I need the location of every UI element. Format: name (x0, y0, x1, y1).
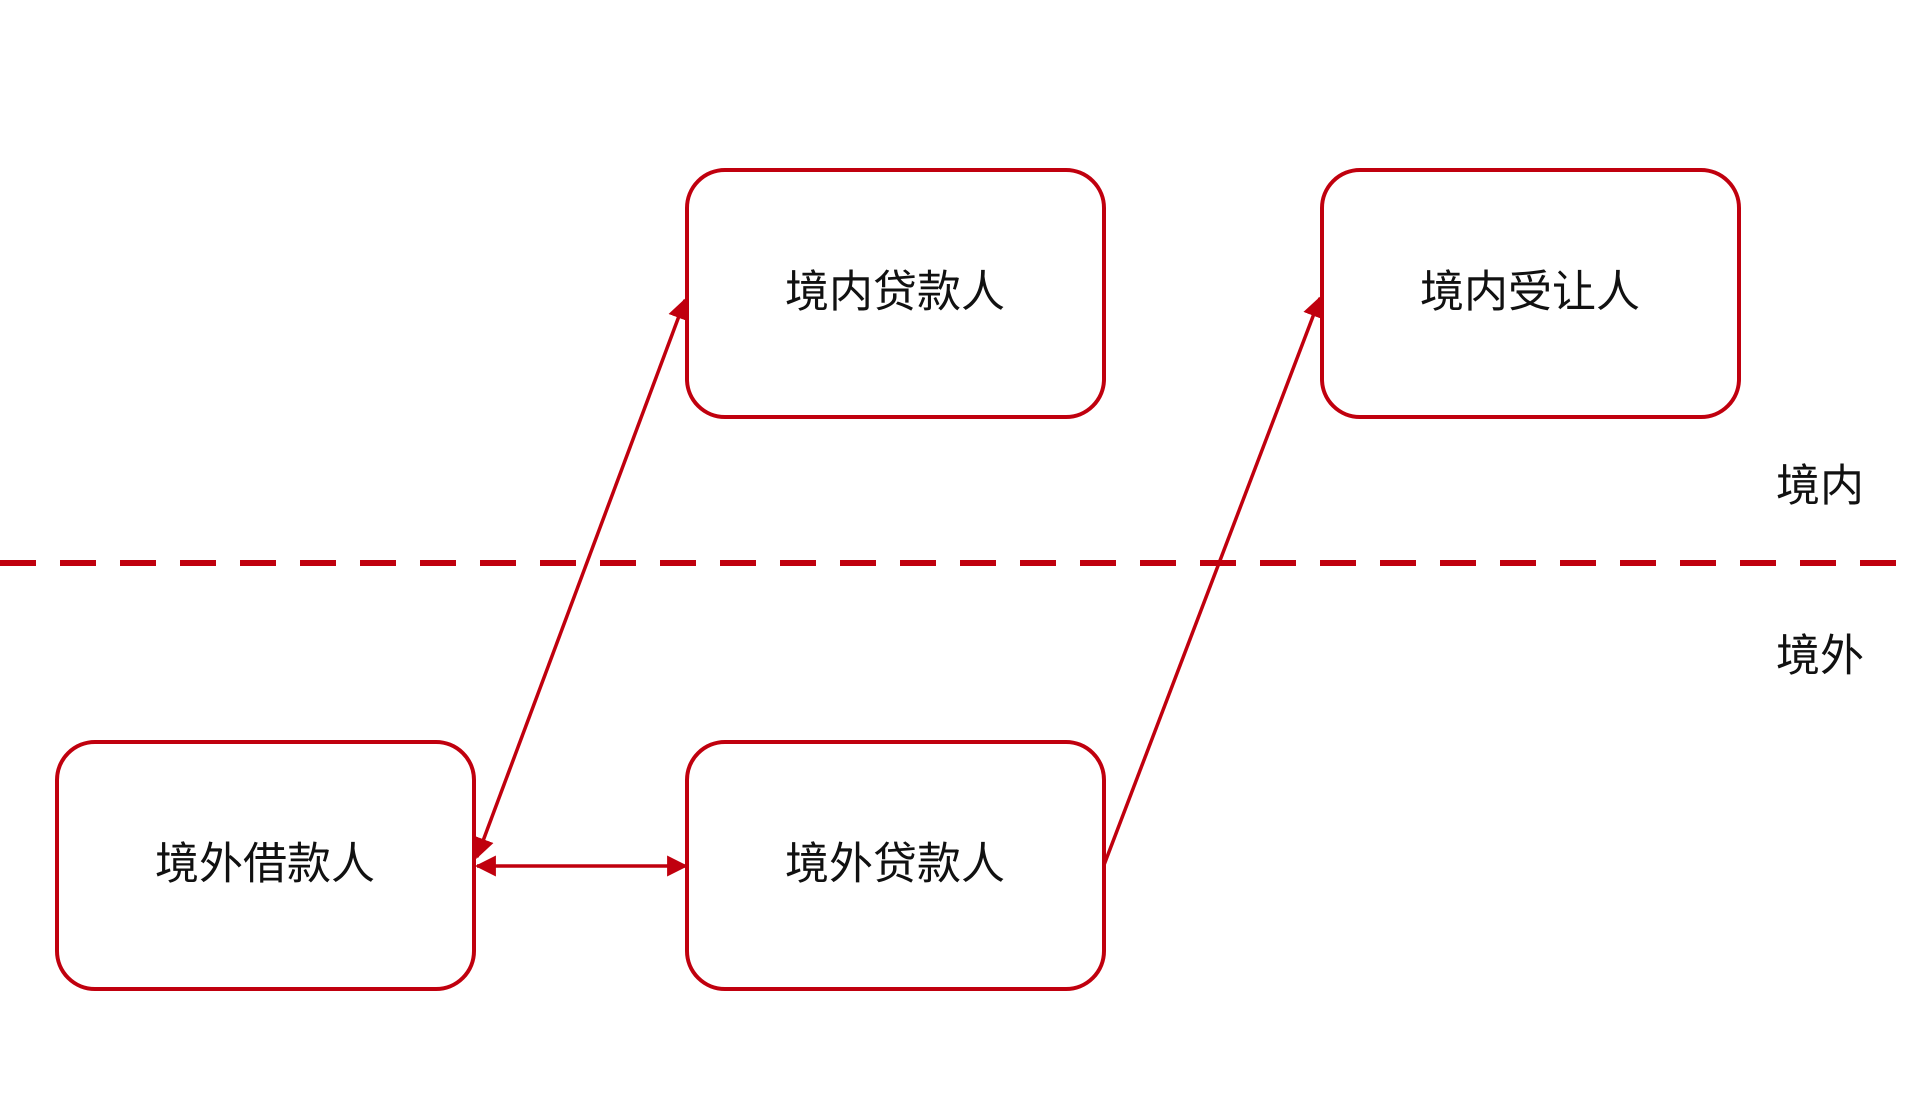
node-label-overseas-borrower: 境外借款人 (155, 839, 375, 890)
node-overseas-lender: 境外贷款人 (685, 740, 1106, 991)
node-domestic-lender: 境内贷款人 (685, 168, 1106, 419)
node-overseas-borrower: 境外借款人 (55, 740, 476, 991)
zone-label-overseas: 境外 (1776, 631, 1864, 682)
edge-overseas-borrower-to-domestic-lender (473, 298, 689, 859)
zone-label-domestic: 境内 (1776, 461, 1864, 512)
edge-overseas-lender-to-domestic-assignee (1102, 296, 1324, 866)
node-label-domestic-assignee: 境内受让人 (1420, 267, 1640, 318)
node-label-domestic-lender: 境内贷款人 (785, 267, 1005, 318)
node-label-overseas-lender: 境外贷款人 (785, 839, 1005, 890)
node-domestic-assignee: 境内受让人 (1320, 168, 1741, 419)
